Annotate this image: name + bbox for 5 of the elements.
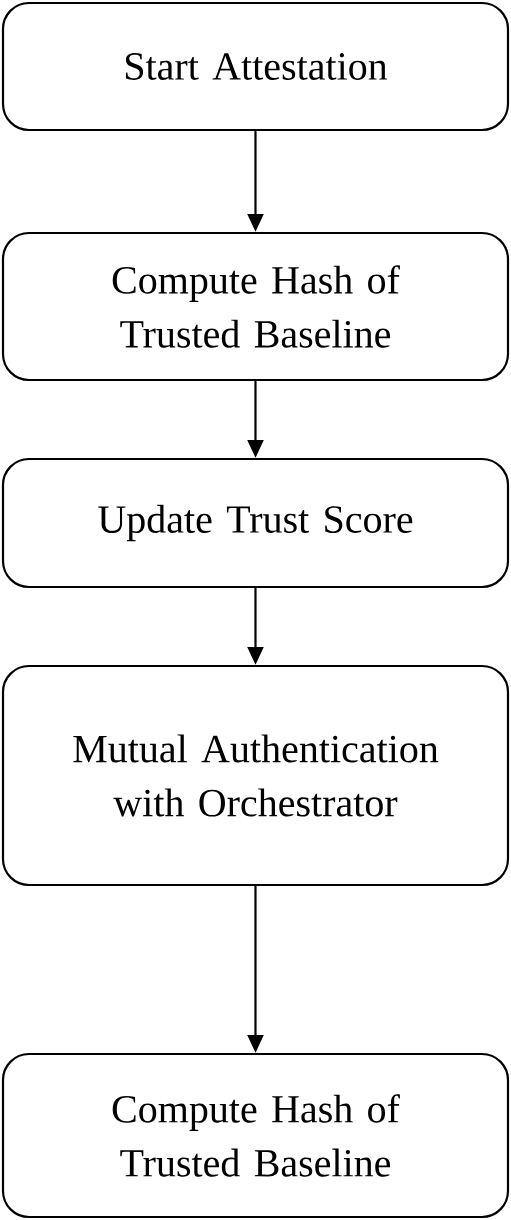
- process-box: Compute Hash of Trusted Baseline: [1, 231, 510, 382]
- process-box: Start Attestation: [1, 1, 510, 132]
- process-box: Compute Hash of Trusted Baseline: [1, 1052, 510, 1219]
- process-box: Update Trust Score: [1, 457, 510, 589]
- process-box: Mutual Authentication with Orchestrator: [1, 664, 510, 887]
